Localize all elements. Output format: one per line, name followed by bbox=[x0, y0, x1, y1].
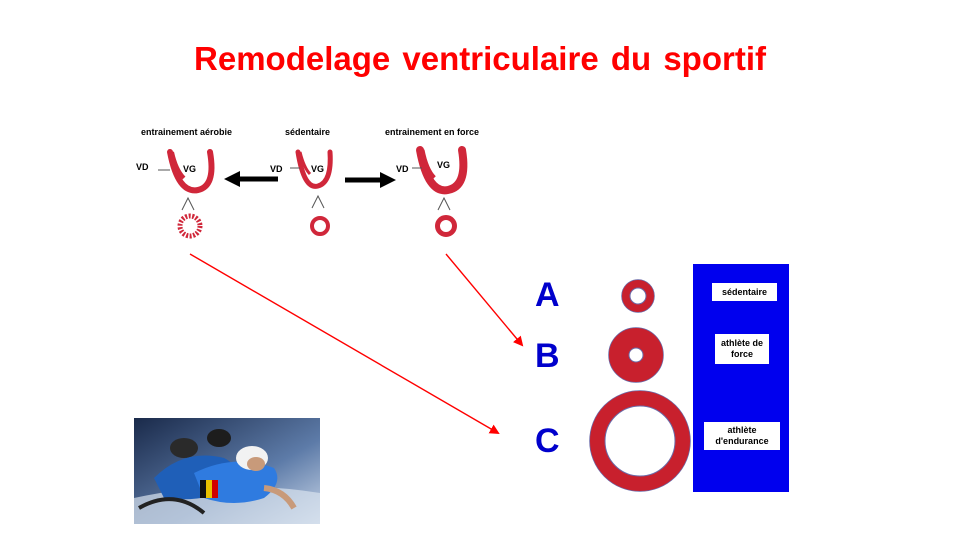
vd-strength: VD bbox=[396, 164, 409, 174]
ring-strength bbox=[435, 215, 457, 237]
slide-title: Remodelage ventriculaire du sportif bbox=[194, 40, 766, 77]
legend-panel: sédentaire athlète de force athlète d'en… bbox=[693, 264, 789, 492]
letter-c: C bbox=[535, 422, 560, 460]
vd-sedentary: VD bbox=[270, 164, 283, 174]
arrow-strength-to-b bbox=[445, 253, 524, 347]
label-aerobic: entrainement aérobie bbox=[141, 127, 233, 137]
arrow-to-strength bbox=[345, 172, 396, 188]
heart-sedentary bbox=[290, 149, 333, 209]
ring-sedentary bbox=[310, 216, 330, 236]
vg-strength: VG bbox=[437, 160, 451, 170]
heart-aerobic bbox=[158, 149, 215, 211]
legend-sedentary: sédentaire bbox=[712, 283, 777, 301]
label-strength: entrainement en force bbox=[385, 127, 480, 137]
legend-strength: athlète de force bbox=[715, 334, 769, 364]
label-sedentary: sédentaire bbox=[285, 127, 331, 137]
vg-sedentary: VG bbox=[311, 164, 325, 174]
letter-b: B bbox=[535, 337, 560, 375]
arrow-aerobic-to-c bbox=[189, 253, 500, 435]
ring-b bbox=[608, 327, 664, 383]
ring-aerobic bbox=[177, 213, 203, 239]
legend-endurance: athlète d'endurance bbox=[704, 422, 780, 450]
cyclists-photo bbox=[134, 418, 320, 524]
ring-c bbox=[589, 390, 691, 492]
letter-a: A bbox=[535, 276, 560, 314]
vd-aerobic: VD bbox=[136, 162, 149, 172]
vg-aerobic: VG bbox=[183, 164, 197, 174]
ring-a bbox=[621, 279, 655, 313]
heart-strength bbox=[412, 146, 468, 211]
arrow-to-aerobic bbox=[224, 171, 278, 187]
